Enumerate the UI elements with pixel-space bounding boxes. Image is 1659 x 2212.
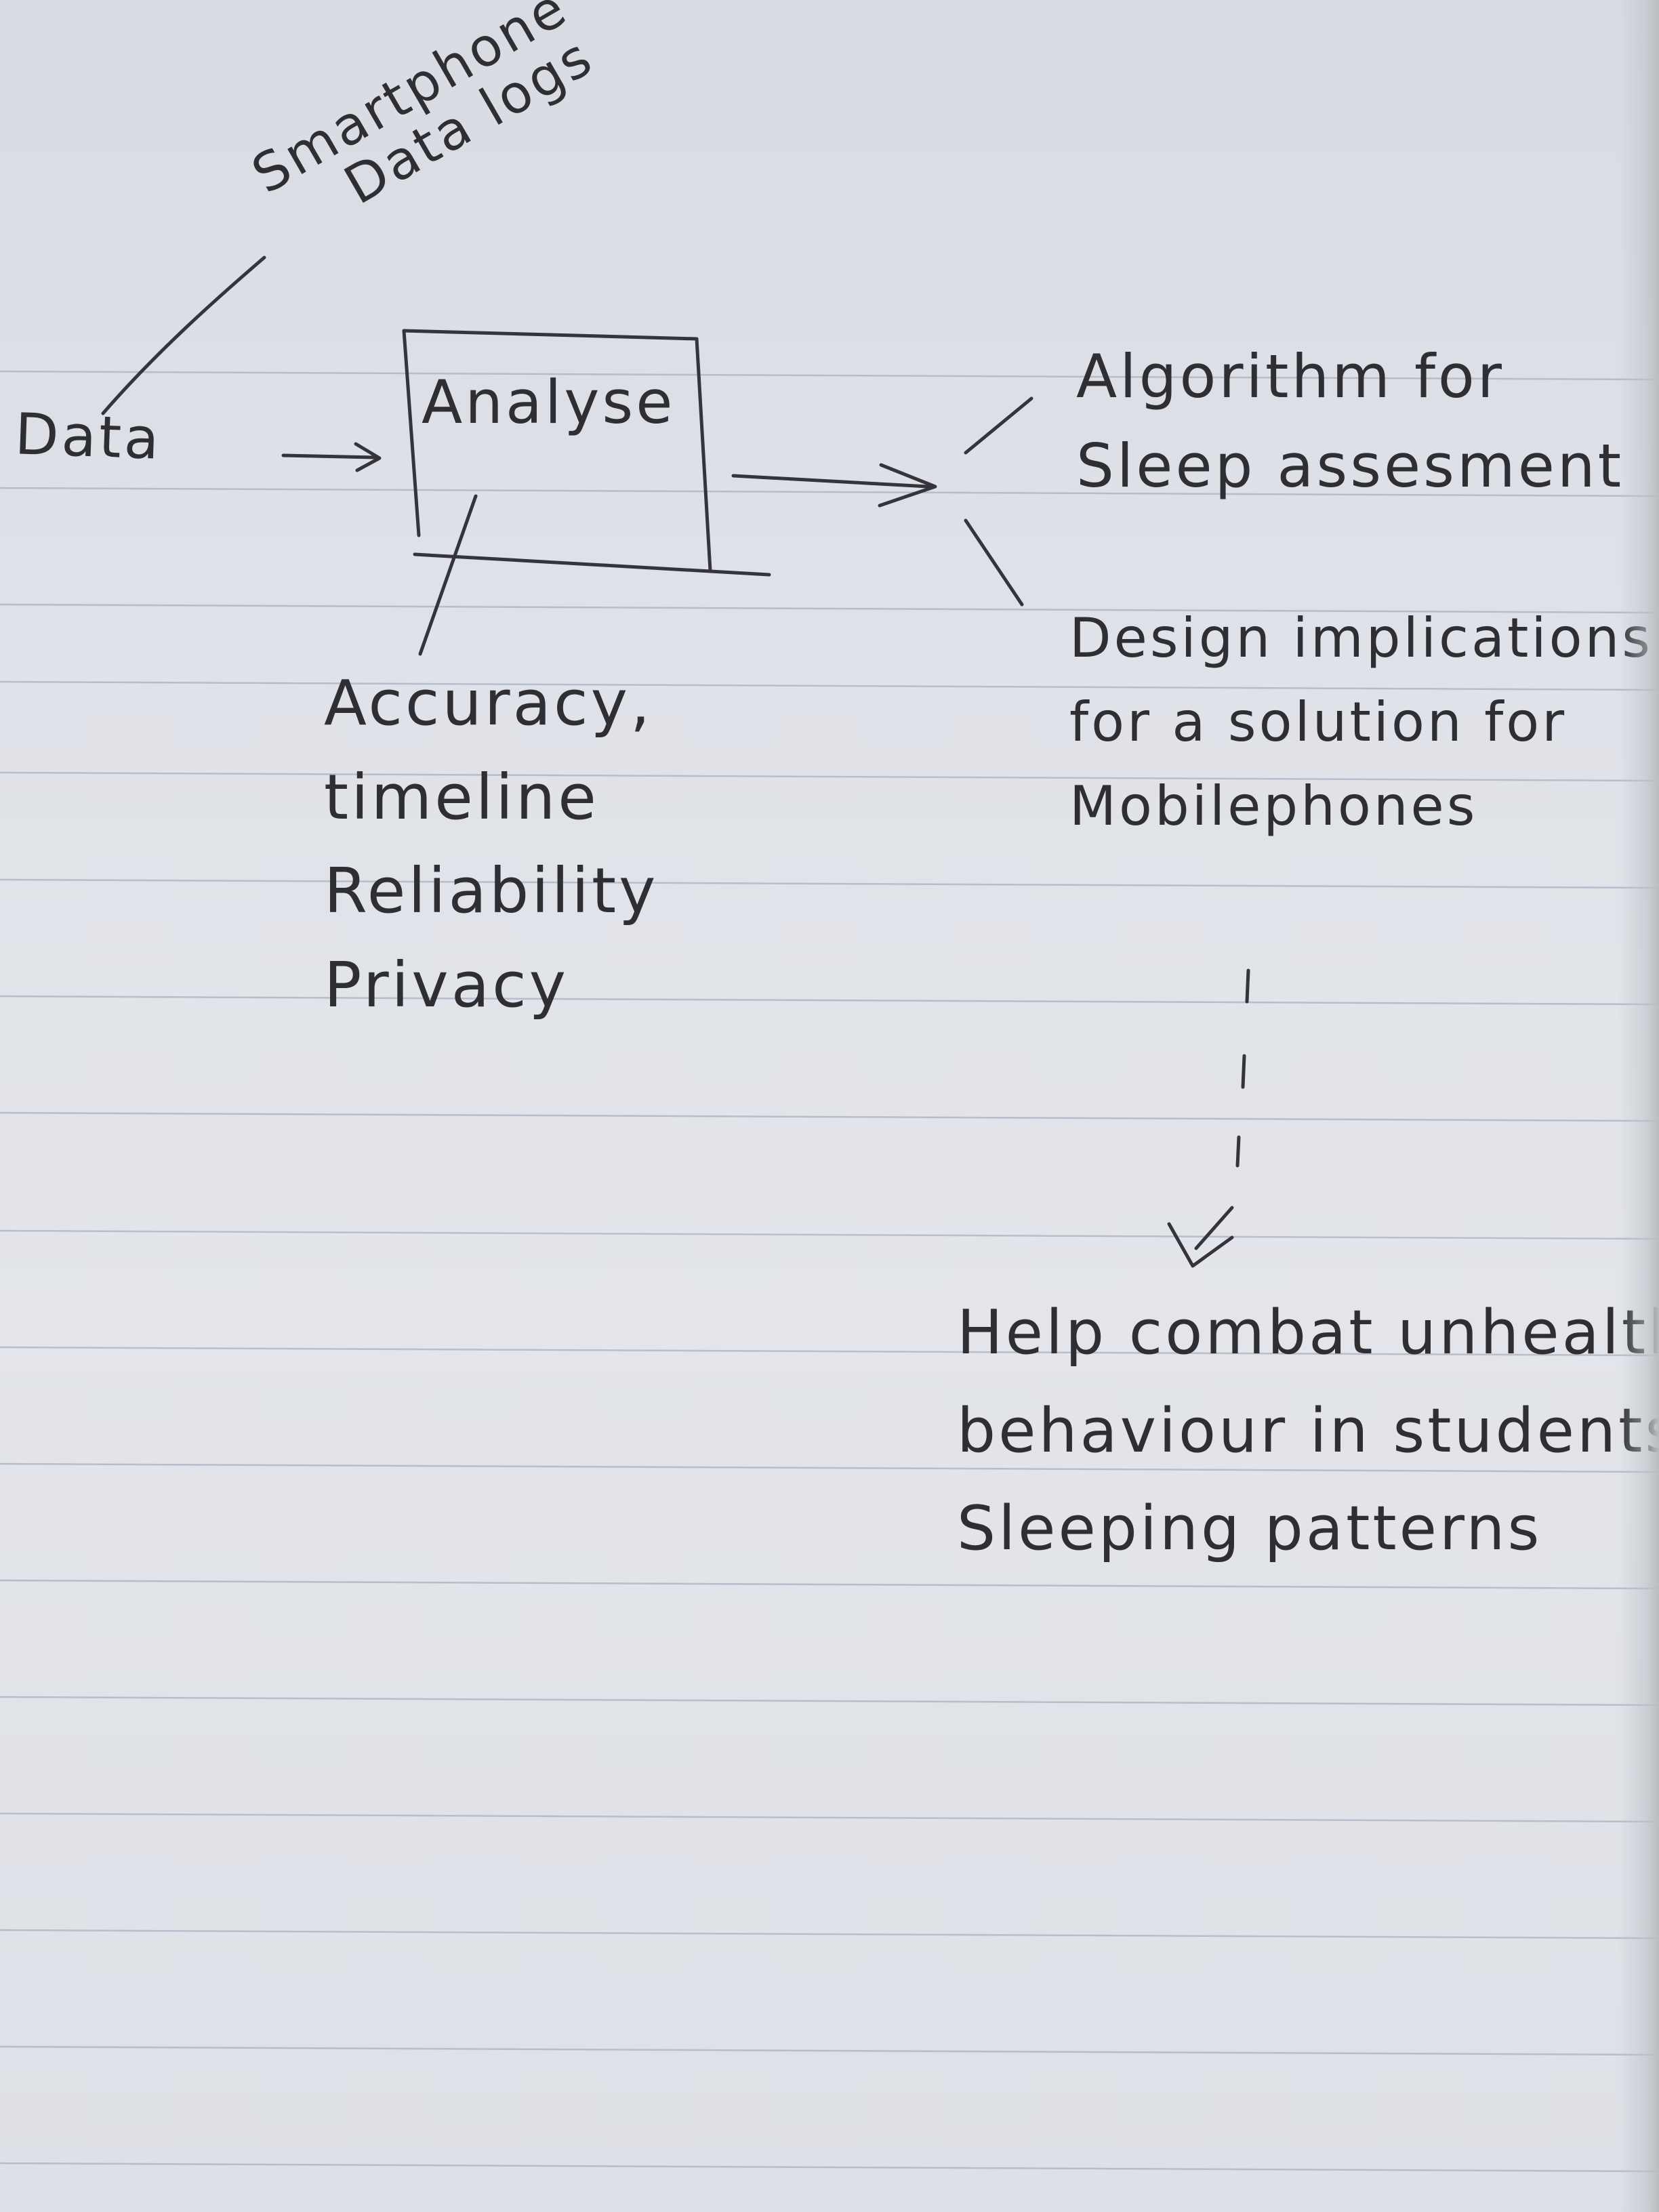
output-algorithm-line: Sleep assesment: [1076, 431, 1624, 501]
analyse-box-label: Analyse: [422, 367, 676, 437]
output-design-implications: Design implications for a solution for M…: [1069, 610, 1653, 835]
goal-line: Help combat unhealthy: [957, 1297, 1659, 1368]
criteria-item: Privacy: [324, 948, 569, 1021]
criteria-item: Accuracy,: [324, 667, 653, 739]
criteria-list: Accuracy, timeline Reliability Privacy: [324, 667, 659, 1021]
arrow-data-to-box-shaft: [281, 453, 378, 459]
analyse-box-baseline: [413, 552, 771, 577]
arrow-data-to-box-head: [354, 442, 382, 472]
arrow-box-to-outputs-shaft: [731, 474, 930, 489]
branch-line-lower: [964, 518, 1024, 607]
output-algorithm-line: Algorithm for: [1076, 342, 1504, 411]
criteria-item: Reliability: [324, 855, 659, 928]
data-source-label: Data: [14, 401, 163, 472]
dashed-arrow-to-goal: [1167, 968, 1250, 1268]
page-edge-shadow: [1618, 0, 1659, 2212]
goal-text: Help combat unhealthy behaviour in stude…: [957, 1297, 1659, 1564]
criteria-item: timeline: [324, 760, 599, 834]
annotation-leader-line: [101, 255, 266, 415]
output-design-line: Mobilephones: [1069, 775, 1478, 838]
arrow-box-to-outputs-head: [878, 463, 937, 508]
goal-line: behaviour in students: [957, 1395, 1659, 1467]
analyse-box-outline: [402, 329, 712, 573]
goal-line: Sleeping patterns: [957, 1493, 1542, 1564]
output-algorithm: Algorithm for Sleep assesment: [1076, 342, 1624, 501]
output-design-line: for a solution for: [1069, 691, 1568, 754]
output-design-line: Design implications: [1069, 607, 1653, 670]
branch-line-upper: [964, 396, 1033, 455]
criteria-connector-line: [418, 494, 478, 656]
